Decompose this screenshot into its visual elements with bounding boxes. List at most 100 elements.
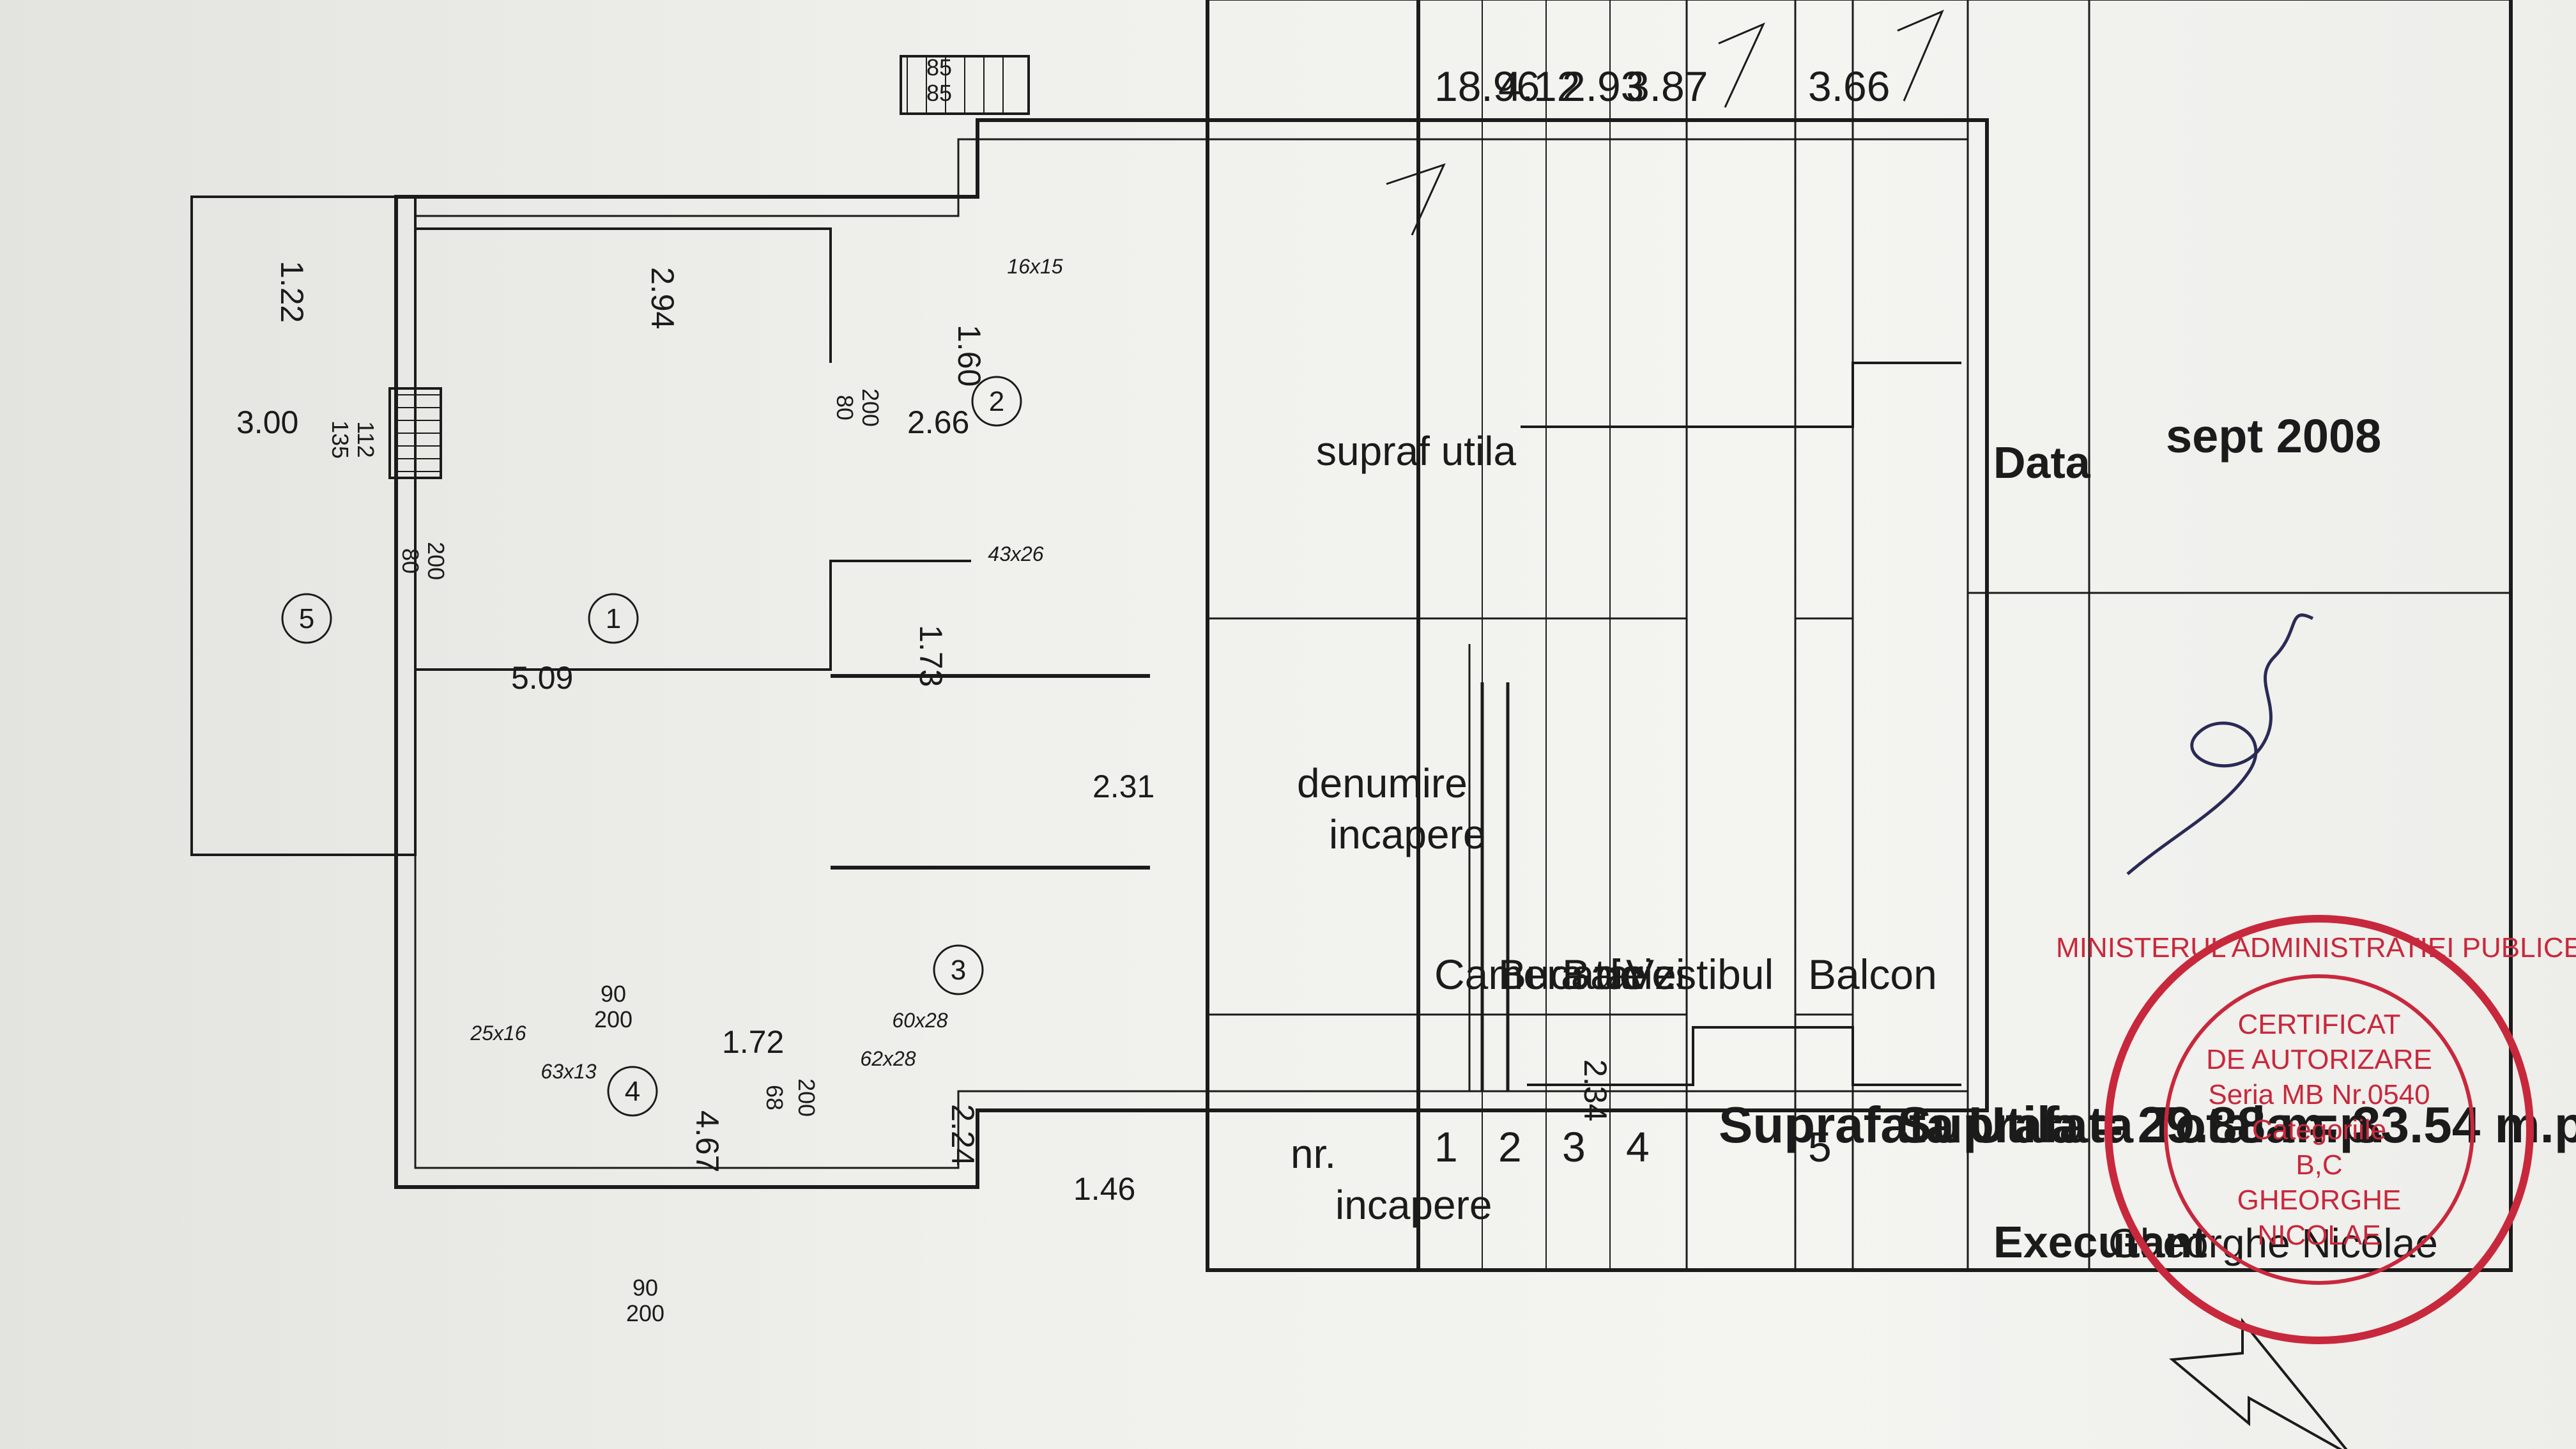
check-mark-icon: [1897, 10, 1944, 102]
door-5-top: 80: [397, 548, 424, 574]
room-4-circle: [607, 1066, 658, 1117]
dim-224: 2.24: [945, 1104, 981, 1166]
room-numbers: [281, 376, 1022, 1117]
room-5-circle: [281, 593, 332, 644]
row-1-nr: 1: [1434, 1123, 1458, 1170]
row-1-area: 18.96: [1434, 63, 1540, 110]
dim-122: 1.22: [274, 261, 310, 323]
north-arrow-icon: [2169, 1317, 2352, 1449]
vestibule-box: [1521, 362, 1961, 428]
room-3-label: 3: [951, 954, 966, 986]
balcony: [190, 195, 417, 856]
room-1-label: 1: [606, 603, 621, 634]
row-1-name: Camera de zi: [1434, 951, 1685, 998]
dim-294: 2.94: [645, 267, 680, 329]
door-1-bot: 200: [626, 1300, 664, 1326]
kitchen-box: [415, 227, 971, 671]
door-2-bot: 200: [594, 1006, 632, 1032]
header-denumire-line1: denumire: [1297, 760, 1468, 806]
row-2-area: 4.12: [1498, 63, 1580, 110]
dim-509: 5.09: [511, 660, 573, 696]
plan-labels: 5.09 2.94 4.67 2.31 3.00 1.22 2.66 1.60 …: [236, 261, 1613, 1207]
window-2-bot: 85: [926, 80, 952, 106]
total-utila: Suprafata Utila = 29.88 m.p.: [1719, 1096, 2385, 1153]
door-4-bot: 200: [857, 388, 884, 427]
window-1-top: 135: [327, 420, 353, 459]
stamp-ring-text: MINISTERUL ADMINISTRATIEI PUBLICE: [2056, 932, 2576, 963]
door-5-bot: 200: [423, 542, 449, 580]
dim-231: 2.31: [1092, 769, 1154, 804]
table-frame: [1206, 0, 2513, 1272]
signature: [2126, 613, 2314, 875]
window-16x15: 16x15: [1007, 255, 1062, 278]
room-2-label: 2: [989, 386, 1004, 417]
row-2-nr: 2: [1498, 1123, 1522, 1170]
bath-box: [1527, 1026, 1961, 1086]
balcony-area: 3.66: [1808, 63, 1890, 110]
stamp-line-4: Categoriile: [2252, 1114, 2386, 1146]
window-43x26: 43x26: [988, 542, 1043, 565]
window-62x28: 62x28: [860, 1047, 916, 1070]
footer-data-label: Data: [1993, 438, 2091, 487]
dim-160: 1.60: [951, 325, 987, 387]
dim-467: 4.67: [689, 1110, 725, 1172]
door-4-top: 80: [832, 395, 858, 420]
door-labels: 90 200 90 200 68 200 80 200 80 200 135 1…: [327, 54, 952, 1326]
stamp-line-7: NICOLAE: [2257, 1220, 2380, 1251]
dim-266: 2.66: [907, 404, 969, 440]
window-2-top: 85: [926, 54, 952, 80]
stamp-line-6: GHEORGHE: [2237, 1184, 2402, 1216]
header-nr-line1: nr.: [1291, 1131, 1336, 1177]
wall-kitchen: [831, 674, 1150, 870]
check-marks: [1386, 10, 1944, 236]
door-1-top: 90: [632, 1275, 658, 1301]
row-3-name: Baie: [1562, 951, 1646, 998]
dim-172: 1.72: [722, 1024, 784, 1060]
dim-300: 3.00: [236, 404, 298, 440]
header-denumire-line2: incapere: [1329, 811, 1486, 857]
door-3-top: 68: [762, 1085, 788, 1110]
stamp-line-2: DE AUTORIZARE: [2206, 1044, 2432, 1075]
area-table: [1206, 0, 2513, 1272]
dim-146: 1.46: [1073, 1171, 1135, 1207]
window-1-bot: 112: [353, 421, 379, 457]
header-nr-line2: incapere: [1335, 1182, 1492, 1228]
outer-wall: [394, 118, 1989, 1189]
door-3-bot: 200: [793, 1078, 820, 1117]
row-3-area: 2.93: [1562, 63, 1644, 110]
footer-executant-name: Gheorghe Nicolae: [2108, 1220, 2438, 1266]
footer-date: sept 2008: [2166, 410, 2381, 463]
door-2-top: 90: [601, 981, 626, 1007]
room-4-label: 4: [625, 1076, 640, 1107]
room-5-label: 5: [299, 603, 314, 634]
balcony-name: Balcon: [1808, 951, 1937, 998]
total-totala: Suprafata Totala = 33.54 m.p.: [1897, 1096, 2576, 1153]
window-25x16: 25x16: [470, 1022, 526, 1045]
row-4-area: 3.87: [1626, 63, 1708, 110]
row-4-name: Vestibul: [1626, 951, 1774, 998]
check-mark-icon: [1718, 22, 1765, 108]
dim-173: 1.73: [913, 625, 949, 687]
row-4-nr: 4: [1626, 1123, 1650, 1170]
window-60x28: 60x28: [892, 1009, 947, 1032]
balcony-nr: 5: [1808, 1123, 1832, 1170]
dim-234: 2.34: [1577, 1059, 1613, 1121]
stamp-line-1: CERTIFICAT: [2237, 1009, 2400, 1040]
footer-executant-label: Executant: [1993, 1217, 2207, 1267]
room-2-circle: [971, 376, 1022, 427]
room-1-circle: [588, 593, 639, 644]
floor-plan: [190, 55, 1989, 1189]
header-supraf: supraf utila: [1316, 428, 1516, 474]
room-3-circle: [933, 944, 984, 995]
wall-bath: [1480, 682, 1510, 1091]
row-3-nr: 3: [1562, 1123, 1586, 1170]
official-stamp: MINISTERUL ADMINISTRATIEI PUBLICE CERTIF…: [2056, 915, 2576, 1344]
window-63x13: 63x13: [540, 1060, 596, 1083]
stamp-line-3: Seria MB Nr.0540: [2208, 1079, 2430, 1110]
check-mark-icon: [1386, 163, 1446, 236]
row-2-name: Bucatarie: [1498, 951, 1676, 998]
stamp-line-5: B,C: [2296, 1149, 2342, 1181]
